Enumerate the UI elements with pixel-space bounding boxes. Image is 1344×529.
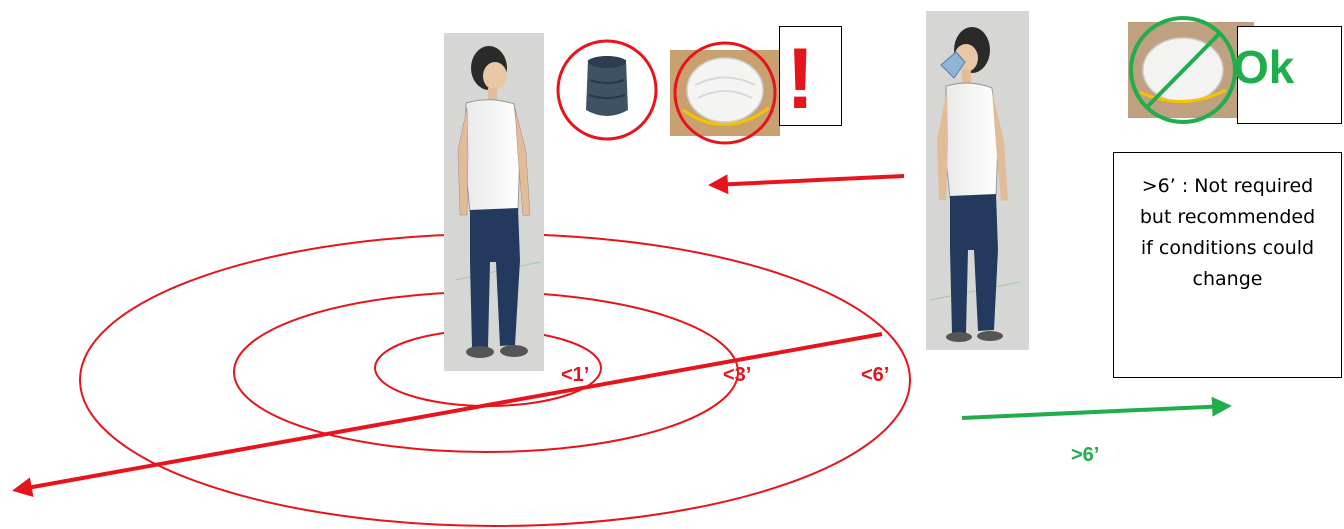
label-6ft: <6’ [861, 364, 889, 387]
label-1ft: <1’ [561, 364, 589, 387]
note-box: >6’ : Not required but recommended if co… [1113, 152, 1342, 378]
safe-distance-arrow [962, 406, 1228, 418]
label-outside-6ft: >6’ [1071, 444, 1099, 467]
label-3ft: <3’ [723, 364, 751, 387]
neck-gaiter-icon [558, 41, 656, 139]
person-with-mask-icon [926, 11, 1029, 350]
respirator-mask-icon [670, 43, 780, 143]
approach-arrow [712, 176, 904, 185]
note-text: >6’ : Not required but recommended if co… [1133, 171, 1323, 295]
ok-label: Ok [1233, 40, 1294, 94]
standing-person-icon [444, 33, 544, 371]
warning-symbol: ! [786, 34, 815, 124]
